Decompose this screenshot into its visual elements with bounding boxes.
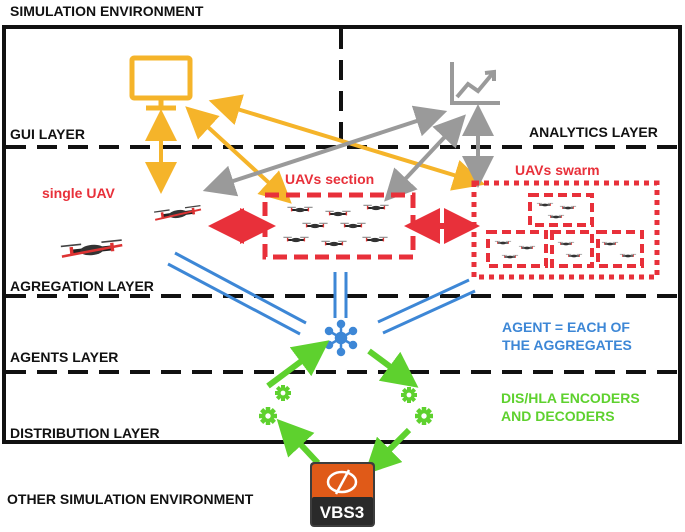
- encoder-note-line-2: AND DECODERS: [501, 408, 615, 425]
- gui-layer-label: GUI LAYER: [10, 126, 85, 142]
- vbs3-logo: VBS3: [310, 462, 375, 527]
- uavs-section-label: UAVs section: [285, 171, 375, 187]
- single-uav-drones: [61, 203, 204, 259]
- encoder-note: DIS/HLA ENCODERS AND DECODERS: [501, 389, 640, 425]
- agent-note-line-2: THE AGGREGATES: [502, 337, 632, 354]
- uavs-swarm-label: UAVs swarm: [515, 162, 600, 178]
- agent-links: [167, 251, 476, 336]
- svg-text:VBS3: VBS3: [320, 503, 364, 522]
- diagram-title: SIMULATION ENVIRONMENT: [10, 3, 204, 19]
- analytics-layer-label: ANALYTICS LAYER: [529, 124, 658, 140]
- gear-icon: [259, 385, 433, 425]
- simulation-environment-frame: [2, 25, 682, 444]
- uav-swarm-box: [471, 180, 660, 280]
- agent-network-icon: [324, 319, 358, 357]
- distribution-layer-label: DISTRIBUTION LAYER: [10, 425, 160, 441]
- agent-note: AGENT = EACH OF THE AGGREGATES: [502, 318, 632, 354]
- chart-icon: [450, 62, 500, 105]
- monitor-icon: [129, 55, 193, 111]
- analytics-connections: [202, 104, 494, 202]
- encoder-decoder-flow: [266, 340, 419, 475]
- uav-section-drones: [282, 204, 390, 248]
- uav-swarm-groups: [486, 193, 644, 268]
- footer-label: OTHER SIMULATION ENVIRONMENT: [7, 491, 254, 507]
- single-uav-label: single UAV: [42, 185, 115, 201]
- agent-note-line-1: AGENT = EACH OF: [502, 319, 630, 335]
- encoder-note-line-1: DIS/HLA ENCODERS: [501, 390, 640, 406]
- uav-section-box: [262, 192, 416, 260]
- aggregation-layer-label: AGREGATION LAYER: [10, 278, 154, 294]
- agents-layer-label: AGENTS LAYER: [10, 349, 119, 365]
